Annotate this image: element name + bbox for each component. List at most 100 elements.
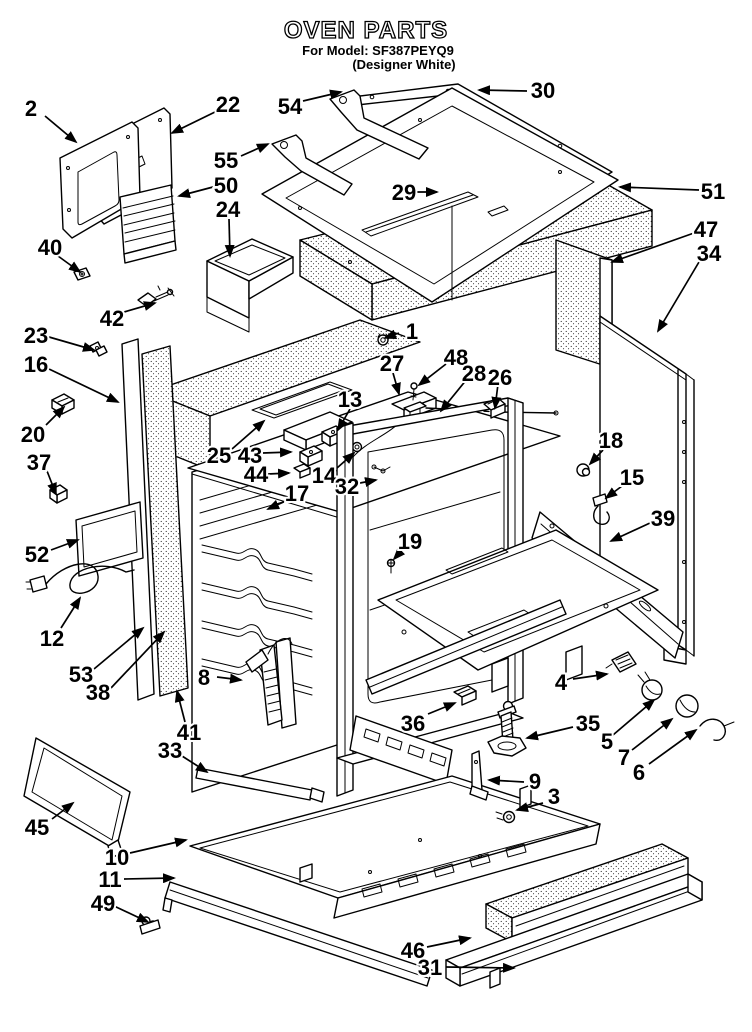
- callout-40: 40: [36, 233, 82, 274]
- callout-arrow-37: [47, 471, 56, 496]
- vent-grille-50: [120, 185, 176, 263]
- callout-arrow-2: [45, 116, 78, 144]
- callout-12: 12: [38, 596, 82, 653]
- bracket-9: [470, 751, 488, 800]
- callout-arrow-43: [263, 447, 293, 458]
- cavity-left-wall: [192, 430, 340, 792]
- callout-38: 38: [84, 630, 166, 707]
- harness-32: [372, 465, 390, 473]
- callout-27: 27: [378, 349, 406, 396]
- callout-24: 24: [214, 195, 243, 258]
- callout-3: 3: [515, 782, 562, 812]
- callout-52: 52: [23, 539, 80, 569]
- callout-44: 44: [242, 460, 291, 489]
- callout-arrow-25: [232, 419, 266, 449]
- callout-number-34: 34: [697, 241, 722, 266]
- igniter-electrode-42: [138, 286, 174, 306]
- callout-number-22: 22: [216, 92, 240, 117]
- callout-number-18: 18: [599, 428, 623, 453]
- callout-number-55: 55: [214, 148, 238, 173]
- callout-number-7: 7: [618, 745, 630, 770]
- callout-number-53: 53: [69, 662, 93, 687]
- drawer-rail-33: [196, 768, 324, 802]
- callout-arrow-36: [428, 703, 457, 714]
- callout-42: 42: [98, 301, 157, 333]
- callout-20: 20: [19, 405, 66, 449]
- callout-number-19: 19: [398, 529, 422, 554]
- callout-number-13: 13: [338, 387, 362, 412]
- callout-number-9: 9: [529, 769, 541, 794]
- callout-10: 10: [103, 837, 188, 872]
- callout-number-6: 6: [633, 760, 645, 785]
- callout-number-14: 14: [312, 463, 337, 488]
- callout-arrow-41: [174, 689, 185, 722]
- callout-number-11: 11: [98, 867, 121, 892]
- callout-46: 46: [399, 935, 472, 965]
- drawer-slide-rail: [366, 600, 566, 694]
- callout-36: 36: [399, 703, 457, 738]
- switch-43: [300, 446, 322, 466]
- callout-number-10: 10: [105, 845, 129, 870]
- callout-number-42: 42: [100, 306, 124, 331]
- callout-number-26: 26: [488, 365, 512, 390]
- callout-18: 18: [588, 426, 625, 466]
- callout-number-51: 51: [701, 179, 725, 204]
- base-rail-11: [163, 882, 432, 986]
- callout-arrow-35: [525, 727, 573, 741]
- callout-48: 48: [417, 343, 470, 387]
- callout-number-16: 16: [24, 352, 48, 377]
- callout-number-2: 2: [25, 96, 37, 121]
- callout-arrow-34: [656, 262, 699, 333]
- callout-7: 7: [616, 717, 674, 772]
- callout-number-50: 50: [214, 173, 238, 198]
- callout-45: 45: [23, 801, 75, 842]
- callout-11: 11: [96, 865, 176, 894]
- callout-arrow-40: [58, 256, 82, 274]
- callout-arrow-7: [632, 717, 674, 750]
- callout-number-37: 37: [27, 450, 51, 475]
- callout-16: 16: [22, 350, 120, 403]
- callout-number-47: 47: [694, 217, 718, 242]
- callout-number-39: 39: [651, 506, 675, 531]
- screw-3: [496, 812, 515, 823]
- power-cord-12: [26, 564, 134, 593]
- callout-13: 13: [336, 385, 364, 432]
- callout-arrow-53: [94, 626, 145, 669]
- callout-arrow-22: [170, 112, 215, 134]
- callout-arrow-42: [124, 301, 157, 312]
- callout-number-36: 36: [401, 711, 425, 736]
- callout-arrow-6: [649, 728, 698, 764]
- callout-number-3: 3: [548, 784, 560, 809]
- diagram-header: OVEN PARTS For Model: SF387PEYQ9 (Design…: [283, 16, 455, 72]
- callout-number-20: 20: [21, 422, 45, 447]
- screw-19: [388, 560, 395, 574]
- callout-number-54: 54: [278, 94, 303, 119]
- callout-arrow-1: [383, 329, 399, 340]
- callout-9: 9: [487, 767, 543, 796]
- model-line: For Model: SF387PEYQ9: [302, 43, 454, 58]
- bottom-trim-31: [446, 874, 702, 988]
- callout-number-31: 31: [418, 955, 442, 980]
- callout-43: 43: [236, 441, 293, 470]
- callout-number-23: 23: [24, 323, 48, 348]
- callout-arrow-38: [111, 630, 166, 688]
- front-insulation-46: [486, 844, 688, 942]
- callout-54: 54: [276, 89, 343, 121]
- clip-36: [454, 686, 476, 705]
- callout-number-49: 49: [91, 891, 115, 916]
- callout-arrow-13: [337, 409, 350, 432]
- screw-48: [411, 383, 417, 400]
- vent-duct-24: [207, 239, 293, 332]
- callout-arrow-8: [217, 673, 243, 684]
- lamp-socket-4: [606, 652, 636, 672]
- callout-arrow-11: [124, 873, 176, 884]
- callout-53: 53: [67, 626, 145, 689]
- callout-arrow-50: [177, 187, 213, 199]
- callout-arrow-31: [446, 962, 516, 973]
- callout-number-41: 41: [177, 720, 201, 745]
- callout-number-17: 17: [285, 481, 309, 506]
- callout-1: 1: [383, 317, 420, 346]
